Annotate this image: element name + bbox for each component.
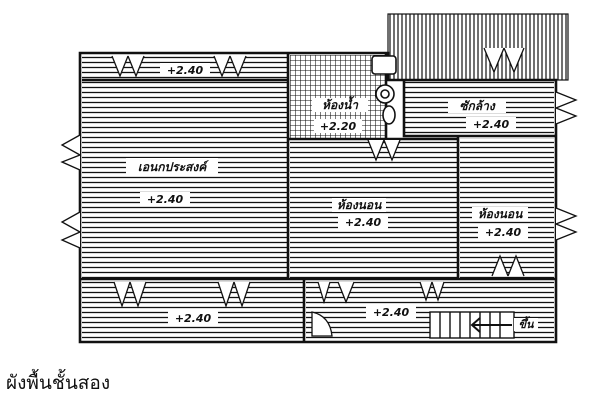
roof-terrace-hatch: [387, 13, 569, 81]
center-bedroom-level: +2.40: [345, 216, 382, 229]
right-bedroom-level: +2.40: [485, 226, 522, 239]
bathroom-label: ห้องน้ำ: [322, 96, 359, 112]
bathroom-fixtures: [371, 55, 397, 125]
verandah-level: +2.40: [175, 312, 212, 325]
door-swings: [111, 47, 525, 337]
windows: [60, 91, 578, 249]
plan-caption: ผังพื้นชั้นสอง: [6, 372, 111, 394]
bathroom-level: +2.20: [320, 120, 357, 133]
right-bedroom-label: ห้องนอน: [478, 207, 523, 221]
stair-up-label: ขึ้น: [518, 316, 534, 331]
top-balcony-level: +2.40: [167, 64, 204, 77]
staircase: [429, 311, 515, 339]
living-room-area: [82, 80, 288, 278]
living-room-label: เอนกประสงค์: [138, 160, 209, 174]
laundry-level: +2.40: [473, 118, 510, 131]
corridor-level: +2.40: [373, 306, 410, 319]
center-bedroom-label: ห้องนอน: [337, 198, 382, 212]
bottom-verandah-area: [82, 280, 304, 340]
living-room-level: +2.40: [147, 193, 184, 206]
laundry-label: ซักล้าง: [459, 99, 496, 113]
